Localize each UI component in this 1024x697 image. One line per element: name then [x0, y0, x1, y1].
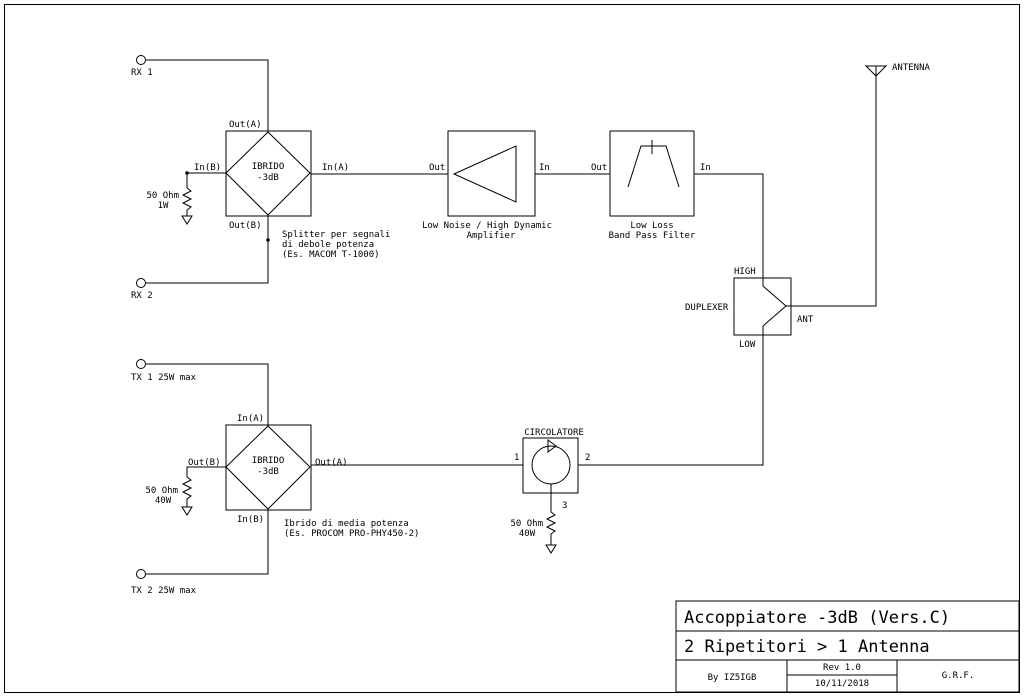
tx-hybrid-name: IBRIDO [252, 456, 285, 466]
circulator: CIRCOLATORE 1 2 3 [514, 428, 590, 511]
band-pass-filter: Out In Low Loss Band Pass Filter [591, 130, 711, 241]
circulator-load-resistor [545, 511, 557, 545]
tx-hybrid-note-1: Ibrido di media potenza [284, 519, 409, 529]
amplifier: Out In Low Noise / High Dynamic Amplifie… [422, 130, 552, 241]
filter-label-2: Band Pass Filter [609, 231, 696, 241]
amplifier-label-1: Low Noise / High Dynamic [422, 221, 552, 231]
rx-hybrid-out-a: Out(A) [229, 120, 262, 130]
tx-load-ground [181, 506, 193, 516]
wire-duplexer-antenna [791, 76, 877, 307]
rx-hybrid-diamond [225, 131, 311, 216]
tx2-label: TX 2 25W max [131, 586, 197, 596]
rx-hybrid-in-a: In(A) [322, 163, 349, 173]
title-main: Accoppiatore -3dB (Vers.C) [684, 608, 950, 628]
rx2-junction [266, 238, 270, 242]
tx1-terminal [136, 359, 146, 369]
tx-load-resistor [181, 476, 193, 507]
duplexer: DUPLEXER HIGH LOW ANT [685, 267, 814, 350]
tx-load-ohm: 50 Ohm [145, 486, 178, 496]
rx1-terminal [136, 55, 146, 65]
circulator-port-2: 2 [585, 453, 590, 463]
filter-in: In [700, 163, 711, 173]
circulator-load-ground [545, 544, 557, 554]
amplifier-label-2: Amplifier [467, 231, 516, 241]
antenna-icon [864, 65, 888, 77]
title-org: G.R.F. [942, 671, 975, 681]
rx-load-ohm: 50 Ohm [146, 191, 179, 201]
circulator-load-watt: 40W [519, 529, 536, 539]
tx1-label: TX 1 25W max [131, 373, 197, 383]
title-block: Accoppiatore -3dB (Vers.C) 2 Ripetitori … [675, 600, 1020, 693]
duplexer-name: DUPLEXER [685, 303, 729, 313]
rx-hybrid-note-1: Splitter per segnali [282, 230, 390, 240]
wire-circulator-duplexer [578, 335, 764, 466]
rx2-terminal [136, 278, 146, 288]
title-sub: 2 Ripetitori > 1 Antenna [684, 637, 930, 657]
tx2-terminal [136, 569, 146, 579]
rx1-label: RX 1 [131, 68, 153, 78]
title-rev: Rev 1.0 [823, 663, 861, 673]
tx-load-wire [186, 466, 226, 477]
amplifier-in: In [539, 163, 550, 173]
tx-hybrid-loss: -3dB [257, 467, 279, 477]
tx-hybrid-in-b: In(B) [237, 515, 264, 525]
rx-hybrid-in-b: In(B) [194, 163, 221, 173]
tx-hybrid-out-b: Out(B) [188, 458, 221, 468]
rx-load-watt: 1W [158, 201, 169, 211]
title-date: 10/11/2018 [815, 679, 869, 689]
sheet-border [4, 4, 1020, 693]
duplexer-low: LOW [739, 340, 756, 350]
rx-load-junction [185, 171, 189, 175]
tx-load-watt: 40W [155, 496, 172, 506]
duplexer-high: HIGH [734, 267, 756, 277]
amplifier-out: Out [429, 163, 445, 173]
rx2-wire [146, 215, 269, 284]
tx-hybrid: IBRIDO -3dB In(A) In(B) Out(B) Out(A) [188, 414, 348, 525]
tx-hybrid-note-2: (Es. PROCOM PRO-PHY450-2) [284, 529, 419, 539]
filter-label-1: Low Loss [630, 221, 673, 231]
circulator-arrow-icon [547, 439, 557, 453]
filter-out: Out [591, 163, 607, 173]
amplifier-box [447, 130, 536, 217]
tx1-wire [146, 363, 269, 425]
wire-filter-duplexer [694, 173, 764, 278]
rx-hybrid-note-3: (Es. MACOM T-1000) [282, 250, 380, 260]
rx-load-ground [181, 215, 193, 225]
rx-load-resistor [181, 187, 193, 216]
rx-hybrid-note-2: di debole potenza [282, 240, 374, 250]
rx-hybrid-box [225, 130, 312, 217]
antenna-label: ANTENNA [892, 63, 931, 73]
duplexer-ant: ANT [797, 315, 814, 325]
rx-hybrid-loss: -3dB [257, 173, 279, 183]
rx2-label: RX 2 [131, 291, 153, 301]
rx-hybrid: IBRIDO -3dB Out(A) Out(B) In(B) In(A) [194, 120, 349, 231]
circulator-port-3: 3 [562, 501, 567, 511]
amplifier-triangle-icon [452, 145, 517, 203]
circulator-name: CIRCOLATORE [524, 428, 584, 438]
tx-hybrid-diamond [225, 425, 311, 510]
tx-hybrid-in-a: In(A) [237, 414, 264, 424]
tx-hybrid-box [225, 424, 312, 511]
rx-hybrid-out-b: Out(B) [229, 221, 262, 231]
title-author: By IZ5IGB [708, 673, 757, 683]
tx2-wire [146, 510, 269, 575]
rx1-wire [146, 59, 269, 132]
circulator-port-1: 1 [514, 453, 519, 463]
tx-hybrid-out-a: Out(A) [315, 458, 348, 468]
rx-load-wire [186, 172, 226, 188]
circulator-load-ohm: 50 Ohm [510, 519, 543, 529]
rx-hybrid-name: IBRIDO [252, 162, 285, 172]
